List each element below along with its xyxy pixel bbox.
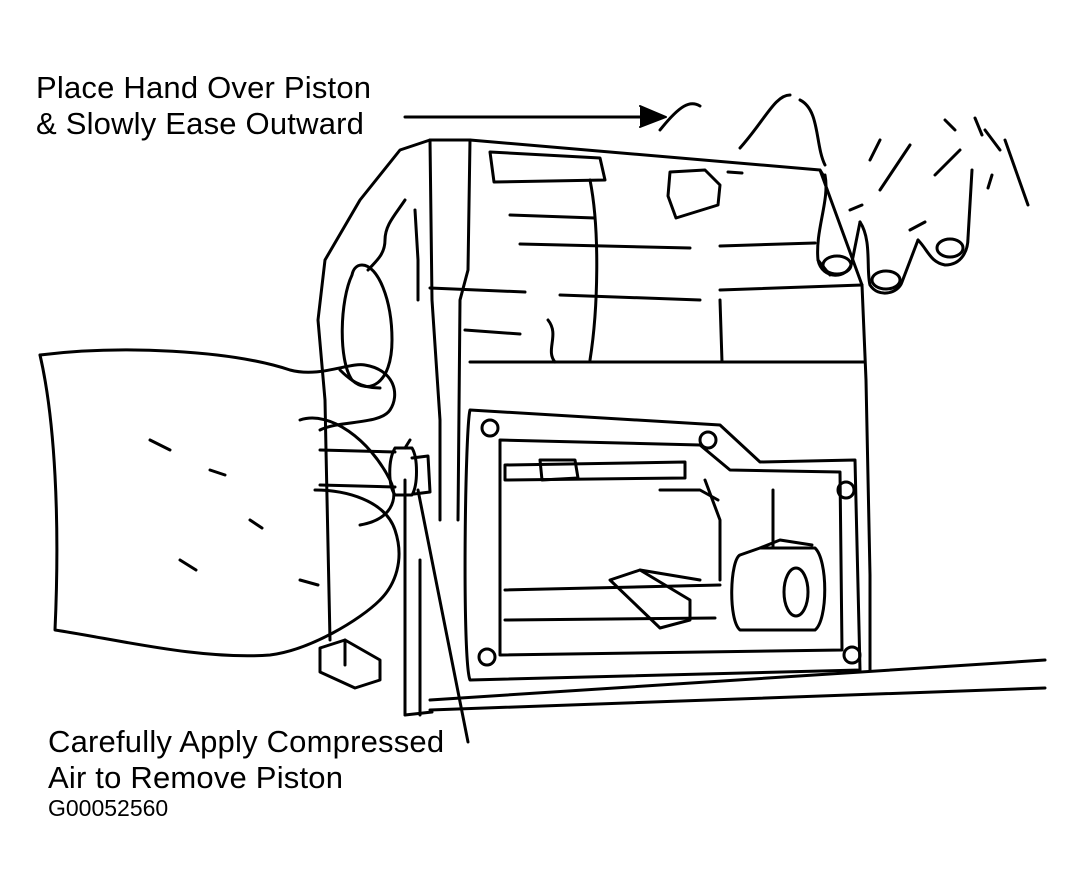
left-hand-drawing	[38, 348, 401, 658]
top-callout-arrow	[403, 105, 667, 128]
air-nozzle	[318, 438, 432, 497]
hand-over-piston-callout: Place Hand Over Piston & Slowly Ease Out…	[36, 70, 371, 142]
callout-bottom-line-2: Air to Remove Piston	[48, 760, 344, 795]
callout-bottom-line-1: Carefully Apply Compressed	[48, 724, 445, 759]
callout-top-line-1: Place Hand Over Piston	[36, 70, 372, 105]
gasket-plate	[463, 408, 862, 682]
case-top-details	[428, 150, 867, 364]
internal-components	[503, 458, 827, 632]
figure-id: G00052560	[48, 795, 169, 821]
right-hand-drawing	[658, 93, 1030, 295]
transmission-case	[316, 138, 1047, 717]
callout-top-line-2: & Slowly Ease Outward	[36, 106, 365, 141]
compressed-air-callout: Carefully Apply Compressed Air to Remove…	[48, 724, 444, 796]
bottom-callout-leader	[416, 488, 470, 744]
